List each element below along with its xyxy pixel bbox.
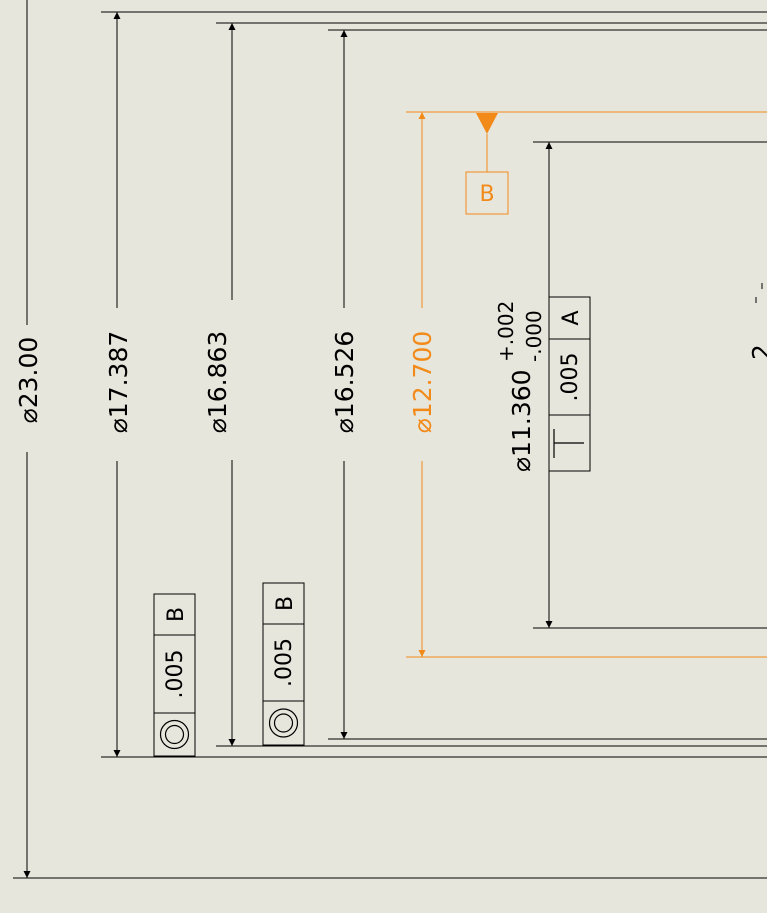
dimension-label: ⌀17.387 [104, 331, 133, 434]
fcf-datum-reference: B [164, 607, 189, 622]
diameter-symbol: ⌀ [14, 408, 43, 423]
diameter-symbol: ⌀ [408, 418, 437, 433]
dimension-label: ⌀16.863 [203, 331, 232, 434]
concentricity-icon [268, 708, 299, 738]
extension-lines-highlighted [406, 111, 767, 658]
fcf-tolerance-value: .005 [163, 650, 188, 699]
dimension-value: 23.00 [14, 337, 43, 409]
upper-tolerance: +.002 [494, 301, 518, 362]
diameter-symbol: ⌀ [507, 457, 536, 472]
feature-control-frame-perpendicularity[interactable]: .005 A [548, 296, 591, 472]
datum-triangle-icon [476, 113, 498, 134]
feature-control-frame-concentricity-2[interactable]: .005 B [262, 582, 305, 746]
dimension-label: ⌀23.00 [14, 337, 43, 424]
fcf-cell-datum [153, 593, 196, 636]
datum-box [465, 171, 509, 215]
fcf-datum-reference: B [273, 596, 298, 611]
dimension-value: 16.526 [330, 331, 359, 418]
dimension-value: 12.700 [408, 331, 437, 418]
dimension-label: ⌀12.700 [408, 331, 437, 434]
perpendicularity-icon [553, 429, 584, 458]
dimension-d23[interactable]: ⌀23.00 [14, 0, 43, 878]
dimension-d17387[interactable]: ⌀17.387 [104, 12, 133, 757]
datum-feature-b[interactable]: B [465, 113, 509, 215]
diameter-symbol: ⌀ [203, 418, 232, 433]
dimension-d12700[interactable]: ⌀12.700 [408, 112, 437, 657]
lower-tolerance: -.000 [522, 310, 546, 362]
fcf-tolerance-value: .005 [272, 638, 297, 687]
dimension-label: ⌀16.526 [330, 331, 359, 434]
fcf-tolerance-value: .005 [558, 353, 583, 402]
dimension-d16526[interactable]: ⌀16.526 [330, 30, 359, 739]
dimension-value: 11.360 [507, 369, 536, 456]
concentricity-icon [159, 719, 190, 750]
fcf-datum-reference: A [559, 310, 584, 325]
extension-lines [13, 11, 767, 879]
dimension-d11360[interactable]: ⌀11.360 +.002 -.000 [494, 142, 553, 628]
fcf-cell-datum [548, 296, 591, 340]
partial-text: 2 [747, 344, 767, 360]
dimension-value: 17.387 [104, 331, 133, 418]
dimension-d16863[interactable]: ⌀16.863 [203, 23, 245, 746]
dimension-value: 16.863 [203, 331, 232, 418]
diameter-symbol: ⌀ [330, 418, 359, 433]
fcf-cell-datum [262, 582, 305, 625]
feature-control-frame-concentricity-1[interactable]: .005 B [153, 593, 196, 757]
dimension-text-mask [219, 300, 245, 460]
diameter-symbol: ⌀ [104, 418, 133, 433]
datum-letter: B [479, 182, 494, 207]
partial-annotation: 2 [747, 283, 767, 360]
dimension-label: ⌀11.360 [507, 369, 536, 472]
